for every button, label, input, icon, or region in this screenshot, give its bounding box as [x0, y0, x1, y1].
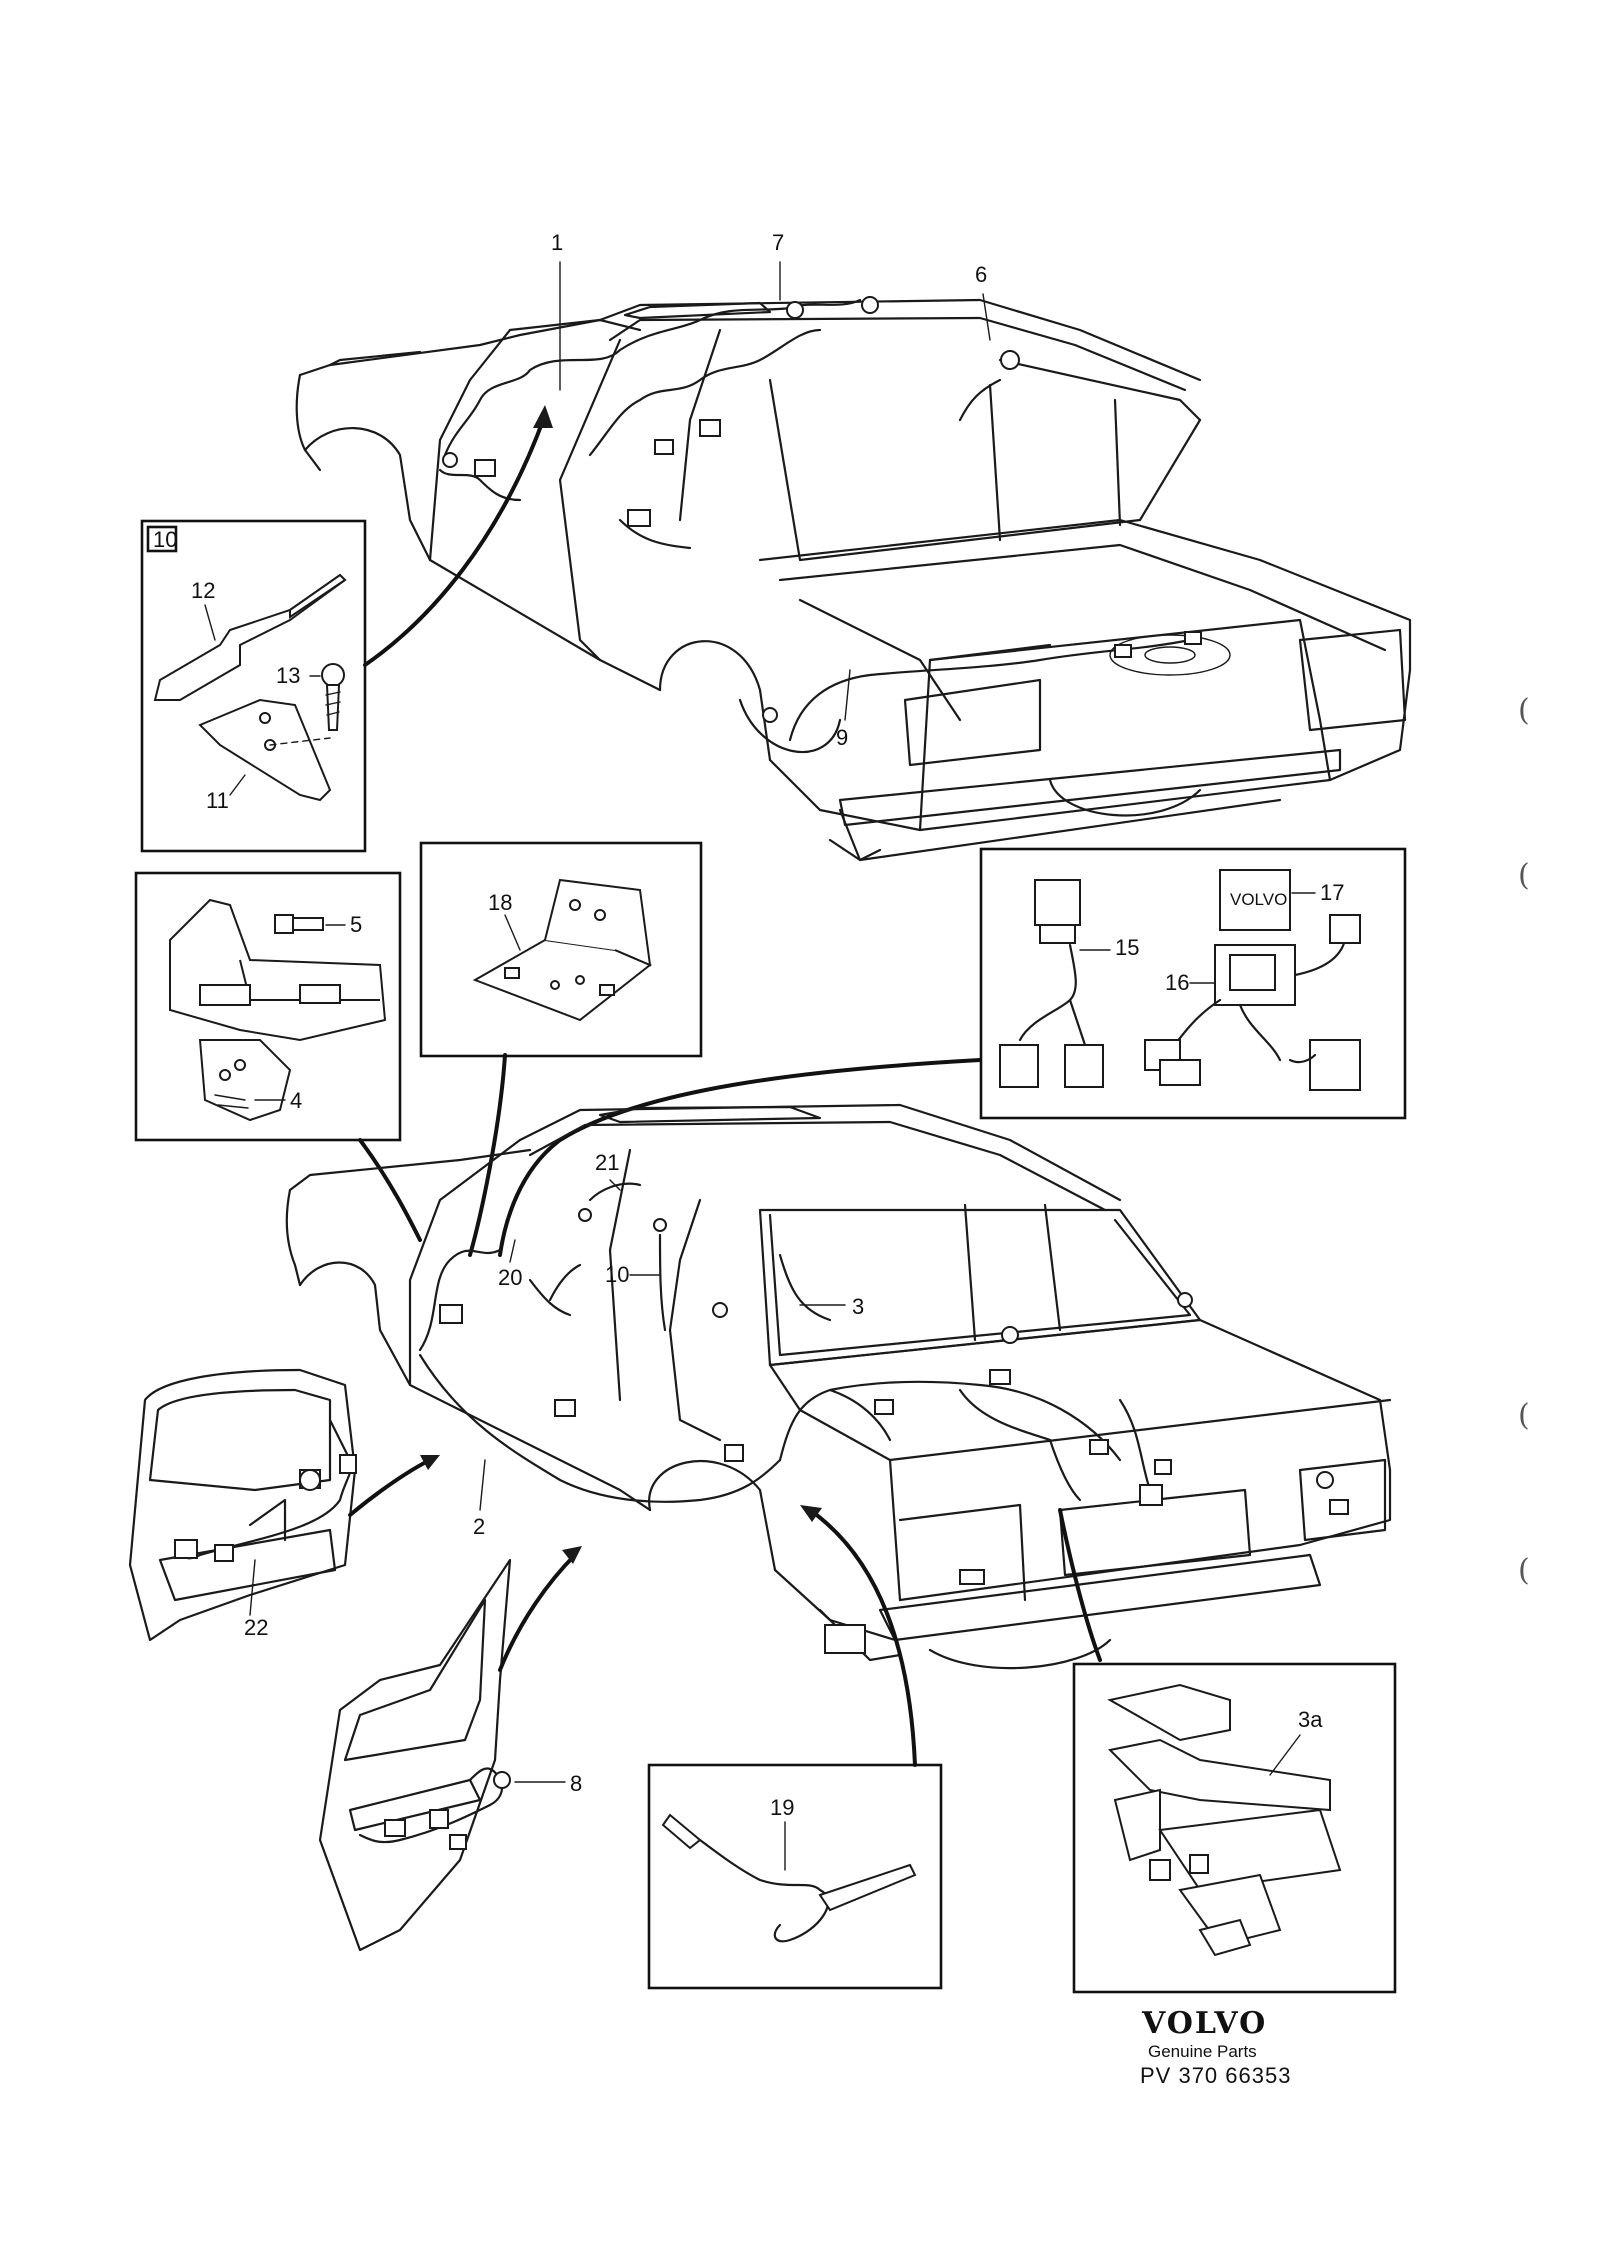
inset-19-box: 18 — [419, 841, 703, 1058]
arrow-3a-to-car — [1058, 1508, 1102, 1662]
top-car-harness — [438, 296, 1202, 742]
rear-door: 8 — [318, 1558, 582, 1952]
callout-10: 9 — [836, 725, 848, 750]
lower-car-body — [285, 1103, 1392, 1670]
callout-13: 11 — [206, 788, 229, 813]
callout-22: 21 — [595, 1150, 619, 1175]
margin-mark: ( — [1518, 1398, 1530, 1433]
part-number: PV 370 66353 — [1140, 2063, 1291, 2088]
margin-mark: ( — [1518, 1553, 1530, 1588]
arrow-12-to-car — [363, 413, 547, 667]
top-car-body — [295, 298, 1412, 862]
lower-car-harness — [418, 1182, 1349, 1585]
arrow-head-9 — [562, 1546, 582, 1564]
arrow-4-to-car — [358, 1138, 422, 1242]
callout-2: 2 — [473, 1514, 485, 1539]
callout-11: 10 — [605, 1262, 629, 1287]
footer: VOLVO Genuine Parts PV 370 66353 — [1140, 2006, 1291, 2088]
callout-12: 10 — [153, 527, 177, 552]
callout-21: 20 — [498, 1265, 522, 1290]
genuine-parts-label: Genuine Parts — [1148, 2042, 1257, 2061]
inset-4-5-box: 5 4 — [134, 871, 402, 1142]
callout-1: 1 — [551, 230, 563, 255]
callouts-main: 1 7 6 9 21 20 10 3 2 — [473, 230, 991, 1539]
callout-20: 19 — [770, 1795, 794, 1820]
callout-5: 5 — [350, 912, 362, 937]
arrow-head-12 — [533, 405, 553, 428]
callout-7: 7 — [772, 230, 784, 255]
arrow-head-8 — [420, 1455, 440, 1470]
inset-12-box: 10 12 13 11 — [140, 519, 367, 853]
arrow-19-to-car — [468, 1053, 507, 1257]
callout-14: 12 — [191, 578, 215, 603]
relay-volvo-label: VOLVO — [1230, 890, 1287, 909]
arrow-head-20 — [800, 1505, 822, 1522]
callout-17: 16 — [1165, 970, 1189, 995]
margin-marks: ( ( ( ( — [1518, 693, 1530, 1588]
callout-8: 22 — [244, 1615, 268, 1640]
callout-4: 4 — [290, 1088, 302, 1113]
volvo-logo: VOLVO — [1141, 2006, 1267, 2041]
inset-3a-box: 3a — [1072, 1662, 1397, 1994]
margin-mark: ( — [1518, 693, 1530, 728]
callout-6: 6 — [975, 262, 987, 287]
callout-16: 15 — [1115, 935, 1139, 960]
arrow-8-to-car — [348, 1458, 432, 1517]
callout-15: 13 — [276, 663, 300, 688]
callout-9: 8 — [570, 1771, 582, 1796]
inset-relay-box: 15 VOLVO 17 16 — [979, 847, 1407, 1120]
margin-mark: ( — [1518, 858, 1530, 893]
callout-3: 3 — [852, 1294, 864, 1319]
arrow-9-to-car — [498, 1553, 577, 1672]
callout-19: 18 — [488, 890, 512, 915]
arrow-relay-to-car — [498, 1058, 982, 1257]
front-door: 22 — [128, 1368, 357, 1642]
callout-18: 17 — [1320, 880, 1344, 905]
callout-3a: 3a — [1298, 1707, 1323, 1732]
arrow-20-to-car — [808, 1508, 917, 1767]
inset-20-box: 19 — [647, 1763, 943, 1990]
